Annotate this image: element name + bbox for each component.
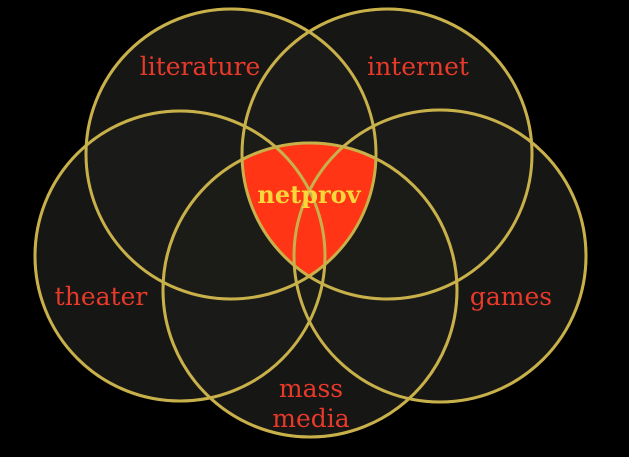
netprov-label: netprov (257, 180, 361, 209)
mass-media-label-line2: media (272, 404, 350, 433)
theater-outline (33, 109, 327, 403)
games-outline (292, 108, 588, 404)
literature-outline (84, 7, 378, 301)
internet-outline (240, 7, 534, 301)
internet-label: internet (367, 52, 469, 81)
theater-label: theater (55, 282, 148, 311)
literature-label: literature (140, 52, 261, 81)
mass-media-outline (161, 141, 459, 439)
games-label: games (470, 282, 552, 311)
mass-media-label-line1: mass (279, 374, 343, 403)
